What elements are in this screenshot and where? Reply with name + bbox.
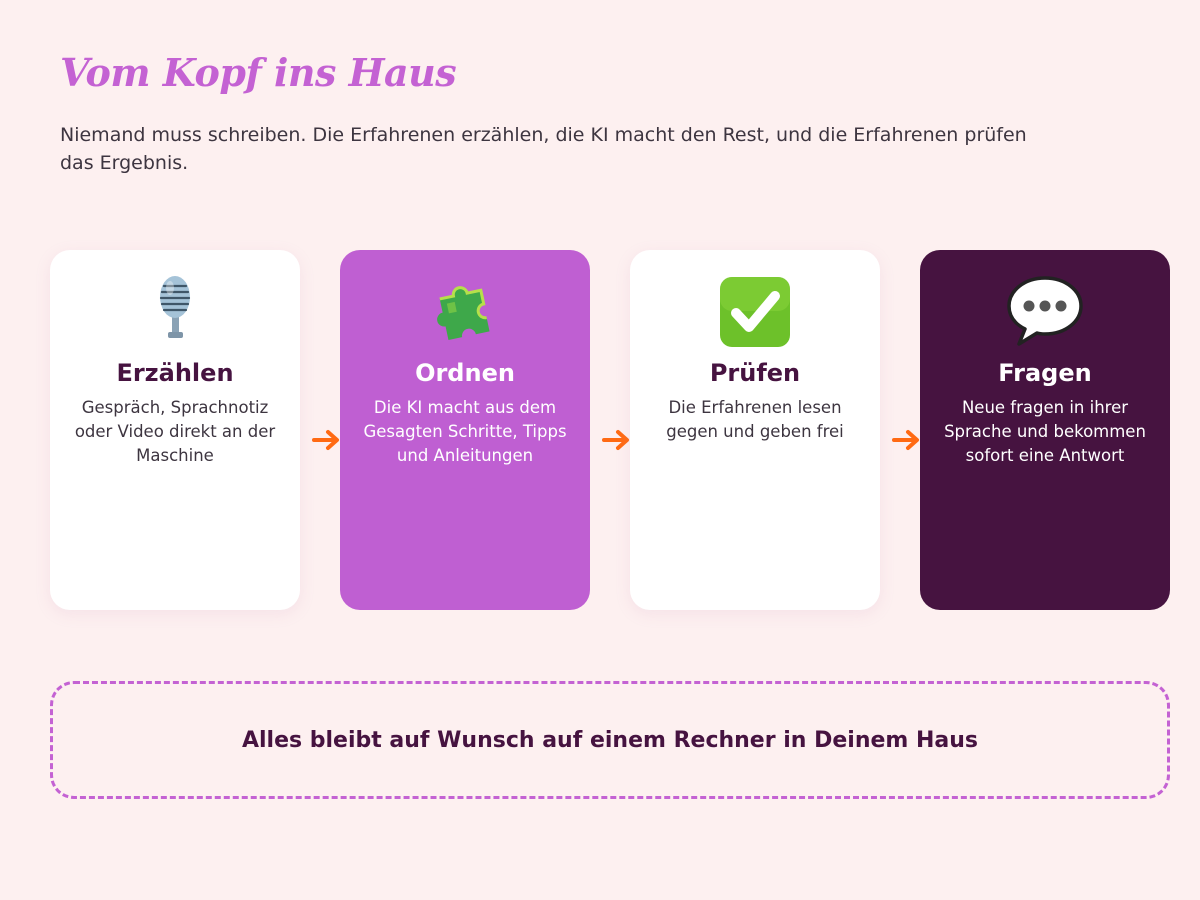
check-mark-icon (715, 272, 795, 352)
step-title: Prüfen (709, 359, 801, 387)
page-subtitle: Niemand muss schreiben. Die Erfahrenen e… (60, 124, 1027, 174)
arrow-right-icon (892, 428, 922, 452)
page-title: Vom Kopf ins Haus (60, 50, 457, 95)
step-title: Fragen (998, 359, 1092, 387)
step-card-fragen: Fragen Neue fragen in ihrer Sprache und … (920, 250, 1170, 610)
arrow-right-icon (312, 428, 342, 452)
step-description: Die KI macht aus dem Gesagten Schritte, … (363, 398, 567, 465)
step-card-ordnen: Ordnen Die KI macht aus dem Gesagten Sch… (340, 250, 590, 610)
footer-text: Alles bleibt auf Wunsch auf einem Rechne… (241, 727, 979, 753)
step-title: Erzählen (116, 359, 234, 387)
step-description: Neue fragen in ihrer Sprache und bekomme… (944, 398, 1146, 465)
microphone-icon (135, 272, 215, 352)
step-card-erzaehlen: Erzählen Gespräch, Sprachnotiz oder Vide… (50, 250, 300, 610)
step-description: Gespräch, Sprachnotiz oder Video direkt … (74, 398, 276, 465)
step-card-pruefen: Prüfen Die Erfahrenen lesen gegen und ge… (630, 250, 880, 610)
footer-callout: Alles bleibt auf Wunsch auf einem Rechne… (50, 681, 1170, 799)
process-steps: Erzählen Gespräch, Sprachnotiz oder Vide… (50, 250, 1170, 610)
step-description: Die Erfahrenen lesen gegen und geben fre… (666, 398, 844, 441)
speech-bubble-icon (1005, 272, 1085, 352)
step-title: Ordnen (415, 359, 515, 387)
puzzle-piece-icon (425, 272, 505, 352)
arrow-right-icon (602, 428, 632, 452)
